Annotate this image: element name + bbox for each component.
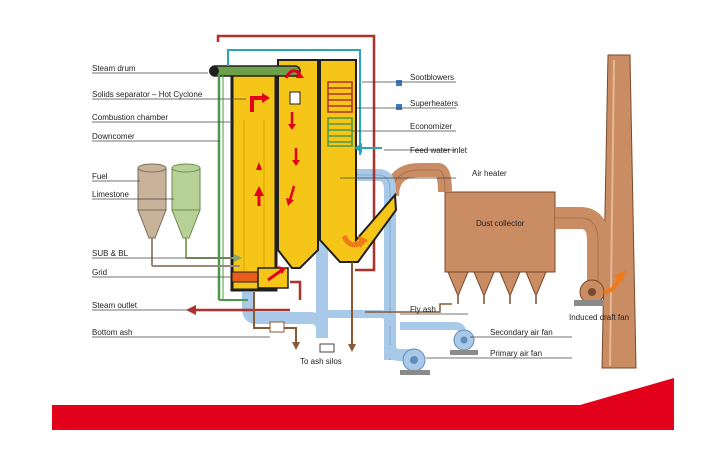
steam-drum	[209, 65, 301, 77]
hot-cyclone	[277, 59, 319, 269]
label-steam-drum: Steam drum	[92, 64, 136, 73]
labels-right: Sootblowers Superheaters Economizer Feed…	[410, 73, 629, 358]
label-bottom-ash: Bottom ash	[92, 328, 132, 337]
leader-lines	[92, 72, 572, 359]
label-grid: Grid	[92, 268, 107, 277]
label-dust-collector: Dust collector	[476, 219, 525, 228]
label-limestone: Limestone	[92, 190, 129, 199]
economizer-coils	[327, 117, 353, 147]
dust-collector	[385, 163, 609, 304]
sootblower-nozzles	[396, 80, 402, 110]
fuel-silo	[137, 163, 240, 267]
label-steam-outlet: Steam outlet	[92, 301, 138, 310]
label-sootblowers: Sootblowers	[410, 73, 454, 82]
limestone-silo	[171, 163, 242, 262]
label-feed-water-inlet: Feed water inlet	[410, 146, 468, 155]
labels-left: Steam drum Solids separator – Hot Cyclon…	[92, 64, 203, 337]
induced-draft-fan	[574, 270, 626, 306]
flow-arrows	[250, 69, 368, 282]
footer-banner	[52, 378, 674, 430]
label-sub-bl: SUB & BL	[92, 249, 129, 258]
label-secondary-air-fan: Secondary air fan	[490, 328, 553, 337]
label-induced-draft-fan: Induced draft fan	[569, 313, 629, 322]
back-pass	[319, 59, 398, 263]
label-primary-air-fan: Primary air fan	[490, 349, 542, 358]
label-solids-separator: Solids separator – Hot Cyclone	[92, 90, 203, 99]
label-downcomer: Downcomer	[92, 132, 135, 141]
label-to-ash-silos: To ash silos	[300, 357, 342, 366]
label-fuel: Fuel	[92, 172, 108, 181]
primary-air-fan	[400, 348, 430, 375]
label-fly-ash: Fly ash	[410, 305, 436, 314]
ash-lines	[253, 262, 452, 353]
label-air-heater: Air heater	[472, 169, 507, 178]
cyan-water-pipes	[227, 49, 382, 155]
label-combustion-chamber: Combustion chamber	[92, 113, 168, 122]
label-economizer: Economizer	[410, 122, 453, 131]
superheater-coils	[327, 81, 353, 113]
label-superheaters: Superheaters	[410, 99, 458, 108]
labels-inline: Dust collector To ash silos	[300, 219, 525, 366]
secondary-air-fan	[450, 329, 478, 355]
downcomer-pipe	[217, 74, 248, 301]
